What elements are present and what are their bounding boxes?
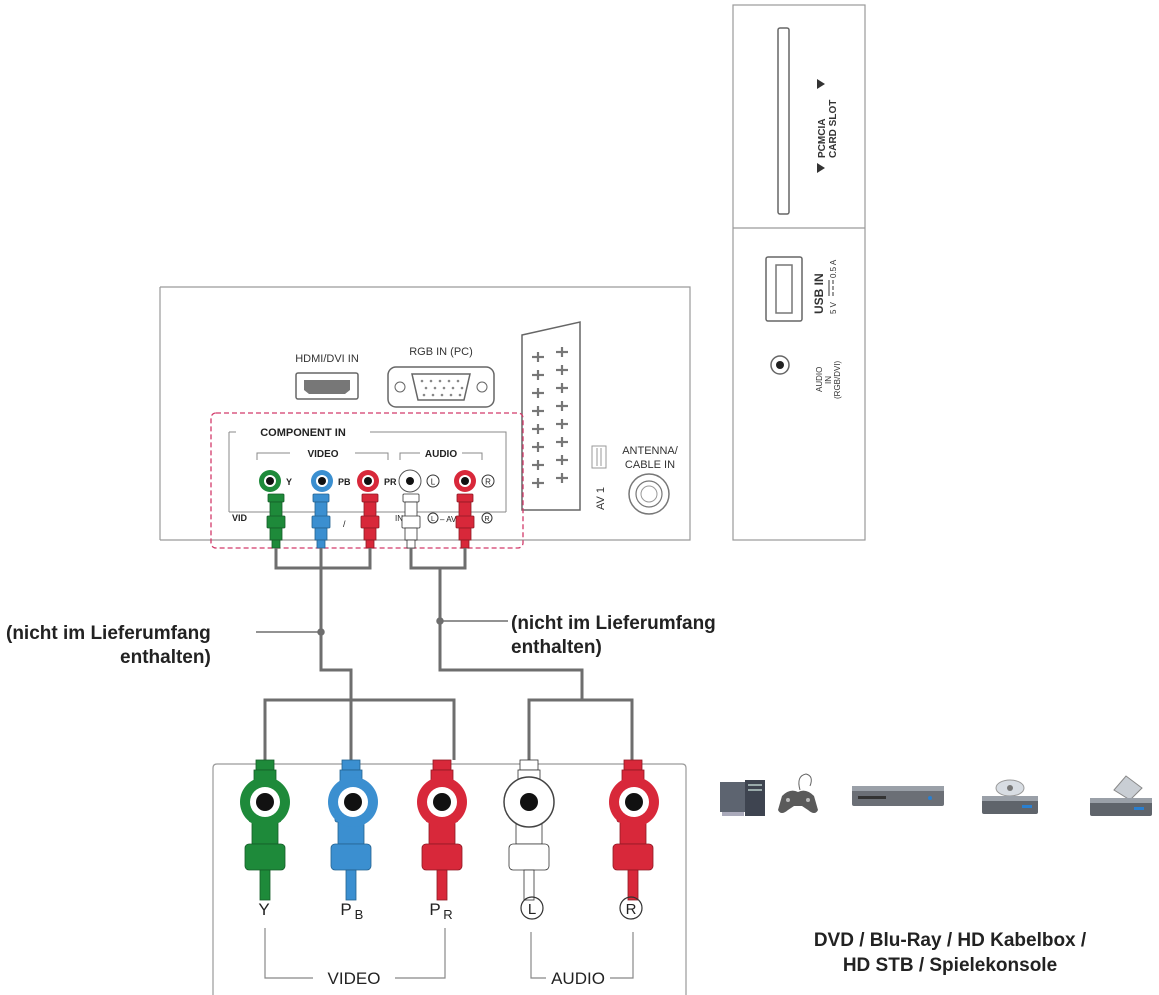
tv-back-panel [159, 286, 691, 541]
device-jack-pb[interactable] [328, 777, 378, 827]
cable-note-right-line1: (nicht im Lieferumfang [511, 613, 716, 634]
device-jack-l[interactable] [503, 776, 555, 828]
device-audio-label: AUDIO [551, 969, 605, 988]
strip-l-label: L [431, 516, 435, 523]
cable-note-right-line2: enthalten) [511, 637, 602, 658]
device-jack-l-label: L [528, 901, 536, 918]
audio-in-label-line2: IN [824, 376, 833, 384]
tv-jack-l[interactable] [398, 469, 422, 493]
strip-audio-in-label: IN [395, 514, 403, 523]
device-group-brackets [264, 928, 634, 979]
device-jack-pr-sub: R [443, 907, 452, 922]
video-cable [263, 548, 456, 760]
usb-dc-symbol [828, 280, 834, 296]
cable-note-left-line1: (nicht im Lieferumfang [6, 623, 211, 644]
audio-in-label: AUDIO IN (RGB/DVI) [815, 360, 842, 399]
tv-jack-l-label: L [431, 478, 436, 487]
device-caption: DVD / Blu-Ray / HD Kabelbox / HD STB / S… [760, 928, 1140, 978]
rgb-port[interactable] [387, 366, 495, 408]
device-jack-r-label: R [626, 901, 637, 918]
scart-port[interactable] [521, 321, 581, 511]
usb-rating-v: 5 V [829, 301, 838, 314]
device-caption-line1: DVD / Blu-Ray / HD Kabelbox / [813, 930, 1087, 951]
device-jack-pr[interactable] [417, 777, 467, 827]
av1-label: AV 1 [595, 487, 607, 510]
usb-port[interactable] [765, 256, 803, 322]
component-video-label: VIDEO [307, 449, 338, 460]
device-jack-pr-label: P [429, 900, 440, 919]
antenna-label-line2: CABLE IN [625, 459, 675, 471]
component-title: COMPONENT IN [260, 427, 346, 439]
strip-r-label: R [484, 516, 489, 523]
pcmcia-arrow-up [817, 79, 825, 89]
av1-icon [591, 445, 607, 469]
disc-player-icon [982, 779, 1038, 814]
pcmcia-label: PCMCIA CARD SLOT [817, 100, 839, 158]
pcmcia-arrow-down [817, 163, 825, 173]
cable-note-right: (nicht im Lieferumfang enthalten) [511, 612, 716, 660]
tv-jack-pr[interactable] [357, 470, 379, 492]
tv-plug-red-audio [455, 493, 475, 549]
tv-jack-r[interactable] [454, 470, 476, 492]
tv-jack-pb-label: PB [338, 477, 351, 487]
set-top-box-icon [1090, 775, 1152, 816]
tv-jack-pb[interactable] [311, 470, 333, 492]
hdmi-label: HDMI/DVI IN [295, 353, 359, 365]
audio-in-label-line3: (RGB/DVI) [833, 360, 842, 399]
usb-rating-a: 0.5 A [829, 259, 838, 278]
audio-in-jack[interactable] [770, 355, 790, 375]
pcmcia-slot[interactable] [777, 27, 790, 215]
strip-video-label: VID [232, 513, 248, 523]
tv-plug-green [266, 493, 286, 549]
tv-plug-blue [311, 493, 331, 549]
device-jack-pb-sub: B [355, 907, 364, 922]
tv-plug-red-video [360, 493, 380, 549]
audio-in-label-line1: AUDIO [815, 367, 824, 392]
pcmcia-label-line2: CARD SLOT [828, 100, 839, 158]
tv-jack-pr-label: PR [384, 477, 397, 487]
strip-av-label: – AV [440, 515, 457, 524]
cable-note-left: (nicht im Lieferumfang enthalten) [6, 622, 211, 670]
device-jack-pb-label: P [340, 900, 351, 919]
note-leaders [256, 617, 508, 636]
usb-label: USB IN [812, 273, 826, 314]
strip-slash-label: / [343, 519, 346, 529]
cable-note-left-line2: enthalten) [120, 647, 211, 668]
rgb-label: RGB IN (PC) [409, 346, 473, 358]
device-video-label: VIDEO [328, 969, 381, 988]
tv-jack-y[interactable] [259, 470, 281, 492]
component-audio-label: AUDIO [425, 449, 457, 460]
tv-jack-r-label: R [485, 478, 491, 487]
antenna-port[interactable] [628, 473, 670, 515]
dvd-player-icon [852, 786, 944, 806]
gamepad-icon [778, 773, 818, 813]
device-caption-line2: HD STB / Spielekonsole [842, 955, 1058, 976]
hdmi-port[interactable] [295, 372, 359, 400]
tv-plug-white [401, 493, 421, 549]
device-jack-r[interactable] [609, 777, 659, 827]
antenna-label-line1: ANTENNA/ [622, 445, 679, 457]
tv-jack-y-label: Y [286, 477, 292, 487]
device-jack-y-label: Y [258, 900, 269, 919]
pc-tower-icon [720, 780, 765, 816]
pcmcia-label-line1: PCMCIA [817, 119, 828, 158]
device-jack-y[interactable] [240, 777, 290, 827]
